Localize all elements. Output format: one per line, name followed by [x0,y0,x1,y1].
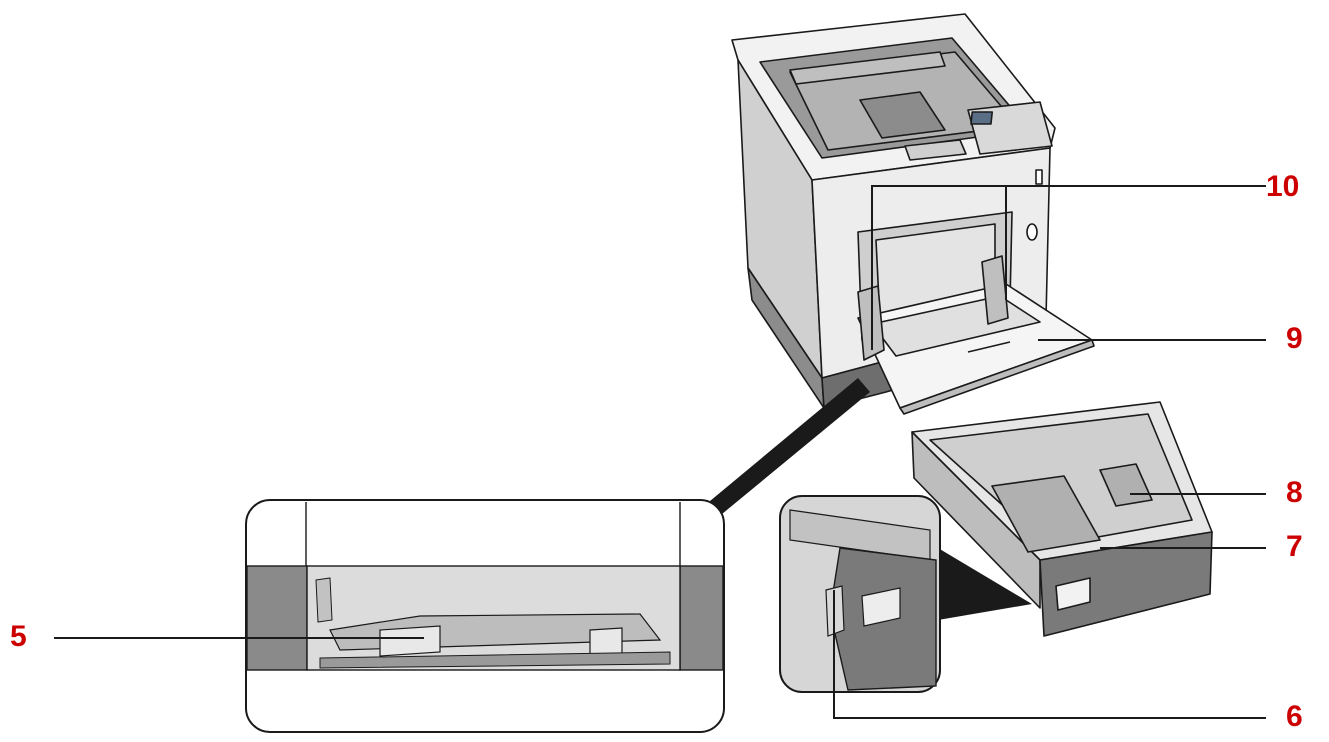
cassette-detail-inset [779,495,1032,693]
leader-10 [871,185,1007,350]
callout-6: 6 [1286,700,1303,733]
callout-10: 10 [1266,170,1300,203]
inset-projection-right [938,548,1032,620]
inset-projection-top [704,378,870,514]
callout-8: 8 [1286,476,1303,509]
callout-5: 5 [10,620,27,653]
cassette-icon [911,401,1213,637]
callout-9: 9 [1286,322,1303,355]
callout-7: 7 [1286,530,1303,563]
leader-6 [833,590,1266,719]
tray-icon [857,255,1095,415]
feed-slot-detail-inset [245,378,870,733]
leader-lines [54,185,1266,719]
